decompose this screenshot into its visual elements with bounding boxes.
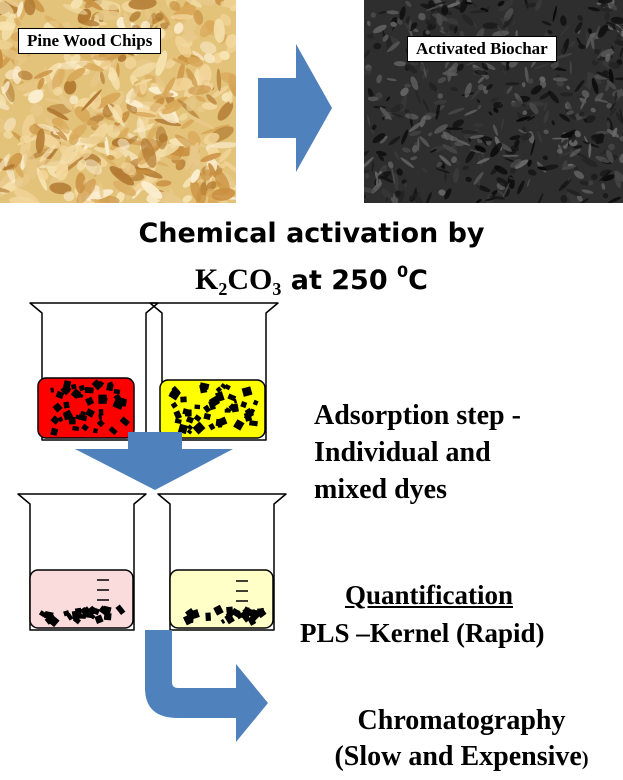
chromatography-line-1: Chromatography — [357, 705, 566, 736]
quantification-heading: Quantification — [345, 580, 514, 610]
temperature-unit: C — [408, 265, 428, 296]
carbonate-symbol: CO — [227, 263, 273, 296]
biochar-particles — [50, 379, 130, 437]
potassium-symbol: K — [195, 263, 219, 296]
settled-biochar — [182, 604, 267, 626]
chromatography-line-2: (Slow and Expensive) — [300, 739, 623, 777]
chromatography-caption: Chromatography (Slow and Expensive) — [300, 703, 623, 777]
degree-superscript: 0 — [397, 262, 409, 281]
chromatography-line-2-text: (Slow and Expensive — [334, 741, 582, 772]
adsorption-arrow — [75, 432, 233, 490]
biochar-particles — [168, 382, 259, 435]
graduation-marks — [97, 579, 109, 601]
activation-line-1: Chemical activation by — [138, 218, 485, 249]
pine-wood-chips-label: Pine Wood Chips — [18, 28, 162, 54]
diluted-red-beaker — [17, 493, 147, 631]
adsorption-line-1: Adsorption step - — [314, 400, 521, 431]
chromatography-arrow — [145, 630, 268, 742]
red-dye-beaker — [29, 302, 159, 441]
settled-biochar — [38, 604, 126, 628]
activation-reagent-line: K2CO3 at 250 0C — [0, 252, 623, 309]
potassium-subscript: 2 — [218, 279, 228, 299]
conversion-arrow — [258, 44, 332, 172]
activation-caption: Chemical activation by — [0, 217, 623, 251]
yellow-dye-beaker — [149, 302, 279, 441]
biochar-texture — [364, 0, 623, 203]
quantification-method: PLS –Kernel (Rapid) — [300, 618, 545, 648]
graduation-marks — [236, 580, 248, 602]
activated-biochar-photo: Activated Biochar — [364, 0, 623, 203]
activated-biochar-label: Activated Biochar — [407, 36, 557, 62]
adsorption-line-3: mixed dyes — [314, 474, 447, 505]
pine-wood-chips-photo: Pine Wood Chips — [0, 0, 236, 203]
diluted-yellow-beaker — [157, 493, 287, 631]
adsorption-caption: Adsorption step - Individual and mixed d… — [314, 397, 521, 508]
carbonate-subscript: 3 — [272, 279, 282, 299]
closing-parenthesis: ) — [581, 748, 589, 770]
temperature-text: at 250 — [281, 265, 398, 296]
adsorption-line-2: Individual and — [314, 437, 491, 468]
